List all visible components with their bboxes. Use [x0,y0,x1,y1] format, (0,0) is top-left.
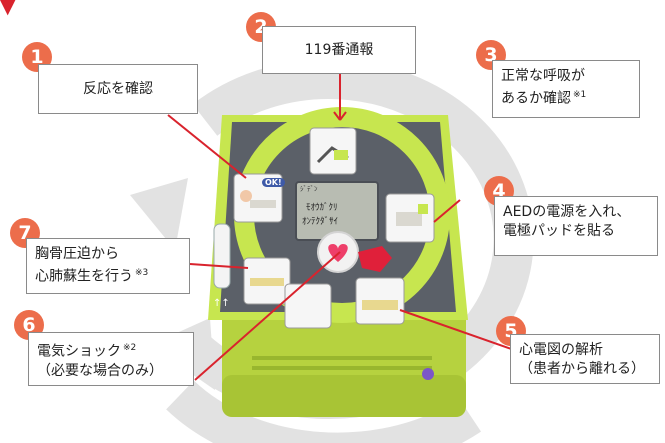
step-text-4b: 電極パッドを貼る [503,223,615,239]
step-text-6b: （必要な場合のみ） [37,362,163,379]
step-text-5b: （患者から離れる） [519,361,645,377]
power-icon [422,368,434,380]
step-callout-7: 胸骨圧迫から 心肺蘇生を行う※3 [26,238,190,294]
step-callout-5: 心電図の解析 （患者から離れる） [510,334,660,384]
step-text-7a: 胸骨圧迫から [35,246,119,262]
step-text-2: 119番通報 [304,41,374,58]
lcd-line3: ｵﾝﾃｸﾀﾞｻｲ [302,217,339,227]
svg-text:↑↑: ↑↑ [213,298,230,309]
aed-device: ↑↑ [208,107,468,417]
lcd-line1: ｼﾞﾃﾞﾝ [300,185,318,193]
step-note-3: ※1 [573,90,587,100]
step-callout-3: 正常な呼吸が あるか確認※1 [492,60,640,118]
leader-lines [167,72,521,381]
step-badge-1: 1 [22,42,52,72]
ok-label: OK! [262,178,285,187]
step-note-6: ※2 [123,343,137,353]
step-text-5a: 心電図の解析 [519,342,603,358]
step-callout-4: AEDの電源を入れ、 電極パッドを貼る [494,196,658,256]
step-note-7: ※3 [135,268,149,278]
step-callout-6: 電気ショック※2 （必要な場合のみ） [28,332,194,386]
step-text-3b: あるか確認 [501,90,571,107]
step-text-3a: 正常な呼吸が [501,68,585,84]
step-callout-1: 反応を確認 [38,64,198,114]
step-text-6a: 電気ショック [37,343,121,360]
step-text-1: 反応を確認 [83,80,153,97]
down-arrow-icon [0,0,16,16]
lcd-line2: ﾓｵｳｶﾞｸﾘ [306,203,338,213]
step-callout-2: 119番通報 [262,26,416,74]
step-text-7b: 心肺蘇生を行う [35,268,133,285]
step-text-4a: AEDの電源を入れ、 [503,204,631,220]
